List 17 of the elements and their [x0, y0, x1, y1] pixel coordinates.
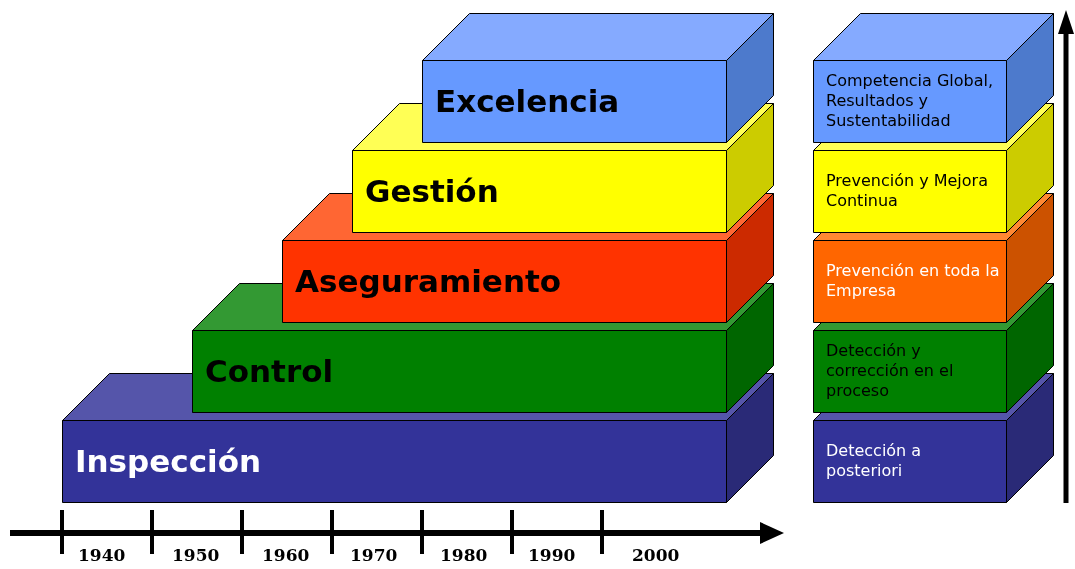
stage-description: Prevención y Mejora Continua: [826, 171, 989, 211]
year-label: 1960: [262, 545, 310, 565]
stage-title: Excelencia: [435, 81, 621, 121]
stage-description: Detección a posteriori: [826, 441, 923, 481]
year-label: 2000: [632, 545, 680, 565]
stage-title: Inspección: [75, 441, 262, 481]
year-label: 1950: [172, 545, 220, 565]
stage-title: Control: [205, 351, 335, 391]
stage-title: Aseguramiento: [295, 261, 563, 301]
stage-description: Prevención en toda la Empresa: [826, 261, 1001, 301]
stage-title: Gestión: [365, 171, 500, 211]
stage-description: Competencia Global, Resultados y Sustentabilidad: [826, 71, 995, 131]
stage-description: Detección y corrección en el proceso: [826, 341, 955, 401]
year-label: 1970: [350, 545, 398, 565]
year-label: 1940: [78, 545, 126, 565]
year-label: 1980: [440, 545, 488, 565]
year-label: 1990: [528, 545, 576, 565]
